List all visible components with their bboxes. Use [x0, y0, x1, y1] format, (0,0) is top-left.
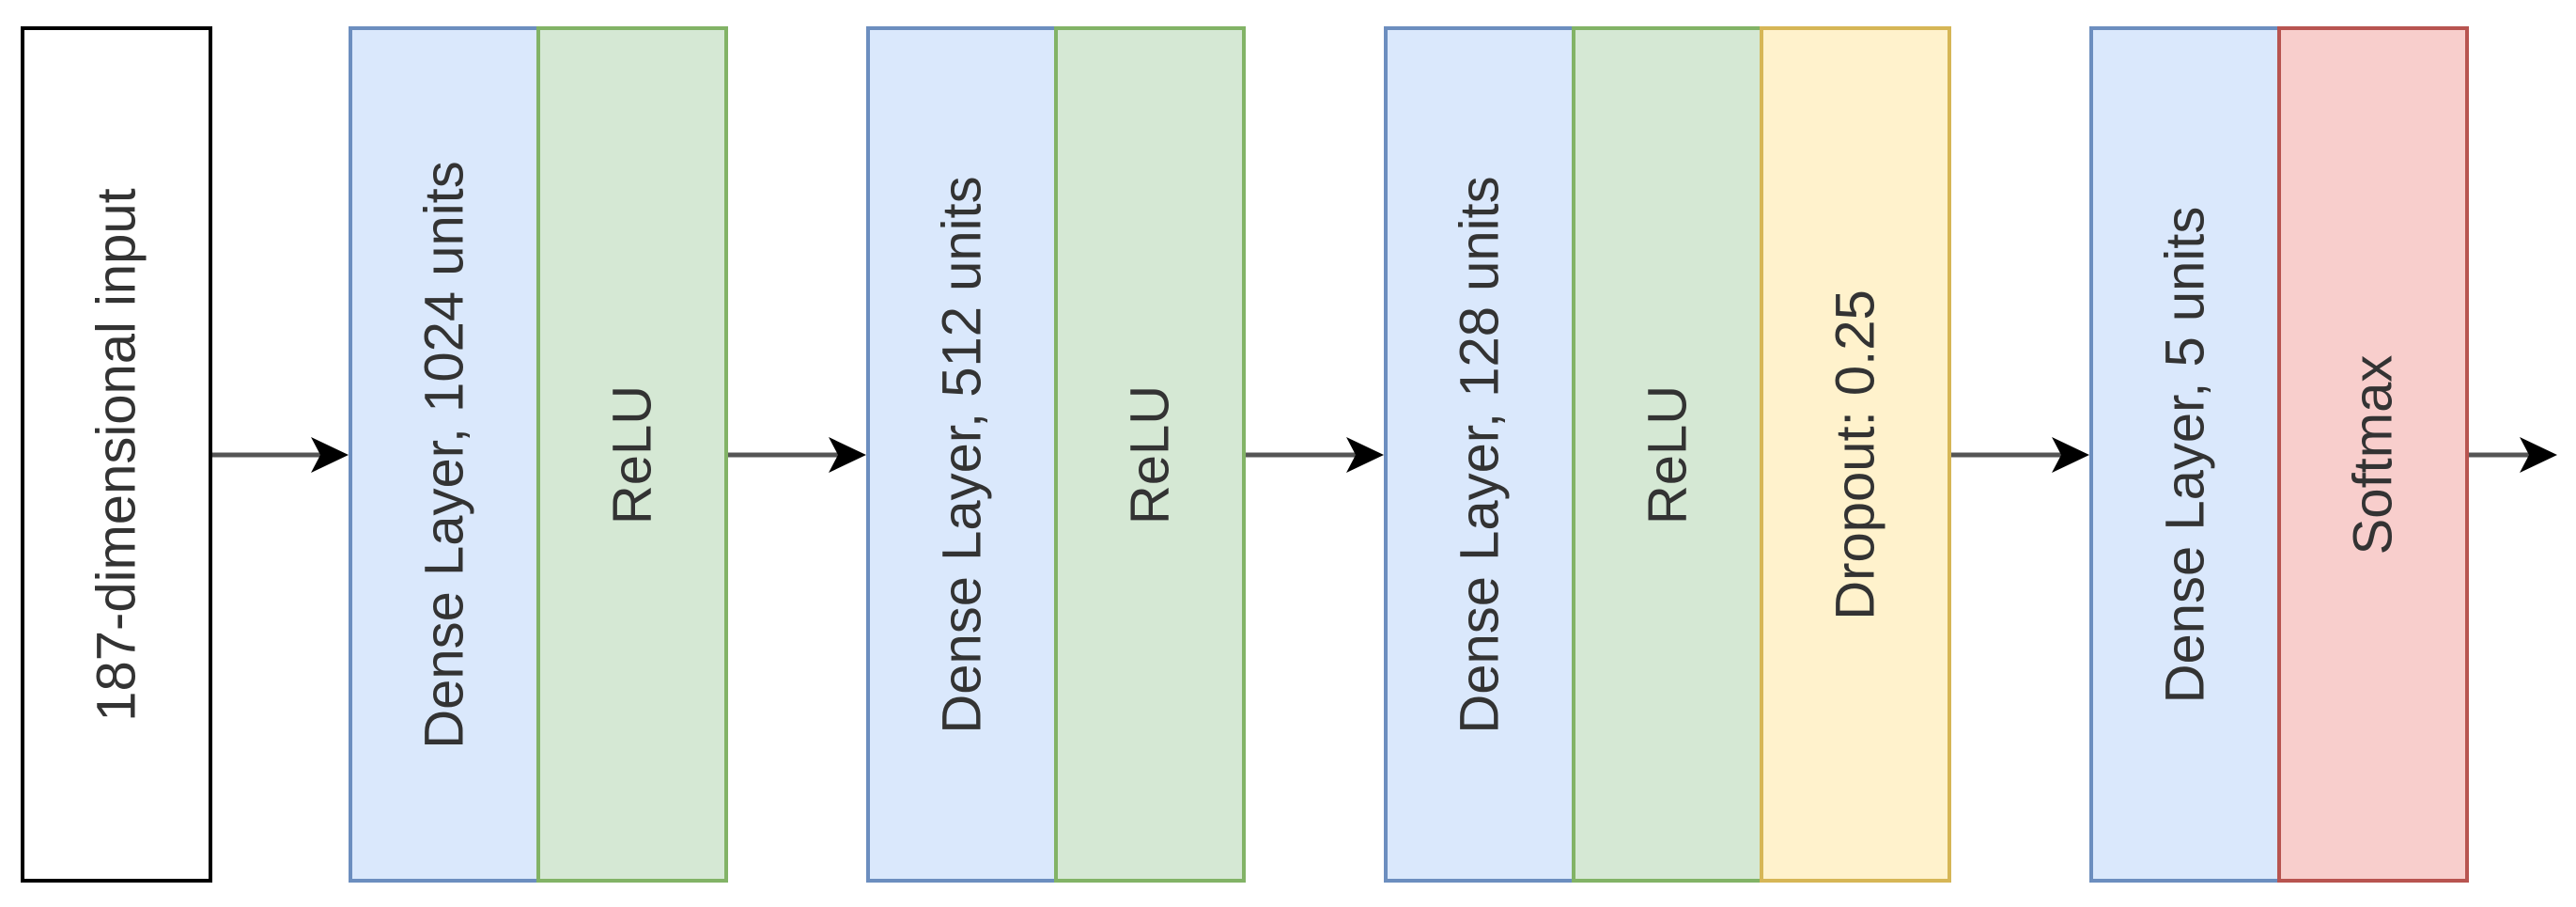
node-box-dropout: [1760, 26, 1951, 883]
arrowhead-icon: [829, 437, 866, 473]
node-dense2: Dense Layer, 512 units: [866, 26, 1058, 883]
node-box-dense4: [2089, 26, 2281, 883]
node-box-softmax: [2277, 26, 2469, 883]
node-label-dropout: Dropout: 0.25: [1825, 289, 1886, 619]
node-box-dense1: [349, 26, 540, 883]
node-box-relu3: [1572, 26, 1763, 883]
node-box-input: [21, 26, 212, 883]
node-label-dense4: Dense Layer, 5 units: [2155, 207, 2216, 704]
node-box-dense3: [1384, 26, 1575, 883]
node-box-relu1: [536, 26, 728, 883]
node-label-relu3: ReLU: [1637, 385, 1699, 524]
node-relu3: ReLU: [1572, 26, 1763, 883]
node-label-dense1: Dense Layer, 1024 units: [414, 161, 475, 749]
node-dense4: Dense Layer, 5 units: [2089, 26, 2281, 883]
arrowhead-icon: [311, 437, 349, 473]
node-relu2: ReLU: [1054, 26, 1246, 883]
arrowhead-icon: [2520, 437, 2557, 473]
node-box-dense2: [866, 26, 1058, 883]
node-box-relu2: [1054, 26, 1246, 883]
node-label-softmax: Softmax: [2343, 355, 2404, 555]
node-input: 187-dimensional input: [21, 26, 212, 883]
node-label-dense3: Dense Layer, 128 units: [1450, 176, 1511, 733]
arrowhead-icon: [1346, 437, 1384, 473]
node-dropout: Dropout: 0.25: [1760, 26, 1951, 883]
node-softmax: Softmax: [2277, 26, 2469, 883]
node-dense3: Dense Layer, 128 units: [1384, 26, 1575, 883]
node-dense1: Dense Layer, 1024 units: [349, 26, 540, 883]
node-label-dense2: Dense Layer, 512 units: [932, 176, 993, 733]
node-relu1: ReLU: [536, 26, 728, 883]
arrowhead-icon: [2052, 437, 2089, 473]
node-label-relu2: ReLU: [1120, 385, 1181, 524]
node-label-input: 187-dimensional input: [86, 188, 147, 721]
node-label-relu1: ReLU: [602, 385, 663, 524]
